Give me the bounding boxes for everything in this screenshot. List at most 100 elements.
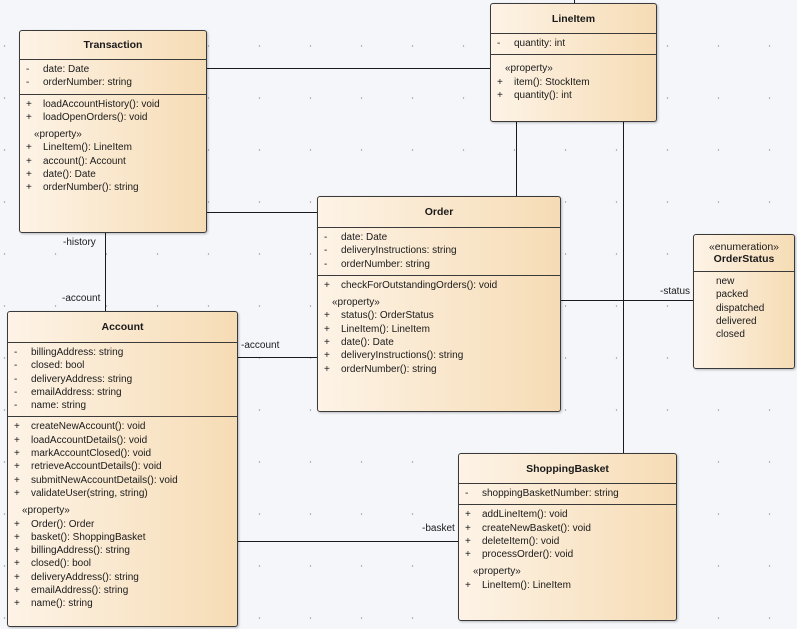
operation: + loadAccountDetails(): void xyxy=(8,434,237,447)
attribute: -closed: bool xyxy=(8,359,237,372)
visibility-marker: + xyxy=(497,89,503,101)
property-text: orderNumber(): string xyxy=(341,363,437,375)
class-stereotype: «enumeration» xyxy=(708,241,780,253)
visibility-marker: + xyxy=(26,111,32,123)
operation-text: createNewAccount(): void xyxy=(31,421,146,433)
visibility-marker: + xyxy=(324,350,330,362)
operation-text: processOrder(): void xyxy=(482,549,574,561)
visibility-marker: + xyxy=(465,509,471,521)
enum-literal: packed xyxy=(716,289,749,301)
property: + account(): Account xyxy=(20,155,206,168)
visibility-marker: - xyxy=(324,232,328,243)
operations-section: + createNewAccount(): void + loadAccountDet… xyxy=(8,417,237,614)
operation-text: loadAccountDetails(): void xyxy=(31,434,148,446)
operation-text: deleteItem(): void xyxy=(482,535,560,547)
class-name: LineItem xyxy=(551,12,596,25)
class-order[interactable]: Order-date: Date-deliveryInstructions: s… xyxy=(317,196,561,412)
class-name: Account xyxy=(101,321,144,333)
attributes-section: - quantity: int xyxy=(491,34,656,56)
attributes-section: -shoppingBasketNumber: string xyxy=(459,484,676,506)
property-stereotype: «property» xyxy=(505,63,553,75)
visibility-marker: - xyxy=(14,386,18,398)
class-shoppingbasket[interactable]: ShoppingBasket -shoppingBasketNumber: str… xyxy=(458,453,677,621)
attribute: -shoppingBasketNumber: string xyxy=(459,487,676,500)
operation: +validateUser(string, string) xyxy=(8,487,237,500)
visibility-marker: + xyxy=(14,474,20,486)
role-label-order-account: -account xyxy=(241,340,280,351)
class-name: Transaction xyxy=(83,39,143,51)
property: +date(): Date xyxy=(318,336,560,349)
property: +orderNumber(): string xyxy=(318,363,560,376)
visibility-marker: + xyxy=(14,598,20,610)
class-account[interactable]: Account-billingAddress: string-closed: b… xyxy=(7,311,238,627)
visibility-marker: + xyxy=(14,545,20,557)
property-text: LineItem(): LineItem xyxy=(43,142,132,154)
operation-text: markAccountClosed(): void xyxy=(31,448,152,460)
operation-text: addLineItem(): void xyxy=(482,509,568,521)
visibility-marker: + xyxy=(14,571,20,583)
operation: + addLineItem(): void xyxy=(459,508,676,521)
attribute-text: date: Date xyxy=(43,64,90,75)
visibility-marker: + xyxy=(465,535,471,547)
property-text: basket(): ShoppingBasket xyxy=(31,531,146,543)
visibility-marker: + xyxy=(14,558,20,570)
operation: +retrieveAccountDetails(): void xyxy=(8,460,237,473)
attribute-text: orderNumber: string xyxy=(43,77,132,89)
class-header: ShoppingBasket xyxy=(459,454,676,484)
operation: + deleteItem(): void xyxy=(459,535,676,548)
role-label-basket: -basket xyxy=(422,523,455,534)
attribute-text: closed: bool xyxy=(31,360,85,372)
property: + status(): OrderStatus xyxy=(318,309,560,322)
operations-section: +checkForOutstandingOrders(): void«prope… xyxy=(318,276,560,380)
attribute-text: deliveryInstructions: string xyxy=(341,245,457,257)
attribute: - quantity: int xyxy=(491,37,656,50)
operation: +processOrder(): void xyxy=(459,548,676,561)
attribute-text: date: Date xyxy=(341,232,388,243)
visibility-marker: + xyxy=(465,579,471,591)
property-text: emailAddress(): string xyxy=(31,585,129,597)
property-text: billingAddress(): string xyxy=(31,545,130,557)
visibility-marker: + xyxy=(26,169,32,181)
operations-section: +loadAccountHistory(): void+loadOpenOrde… xyxy=(20,95,206,199)
property: + quantity(): int xyxy=(491,89,656,102)
property-text: account(): Account xyxy=(43,155,126,167)
attribute-text: quantity: int xyxy=(514,38,566,49)
visibility-marker: + xyxy=(26,182,32,194)
attributes-section: -billingAddress: string-closed: bool-del… xyxy=(8,343,237,418)
property: + billingAddress(): string xyxy=(8,544,237,557)
operation-text: createNewBasket(): void xyxy=(482,522,591,534)
attribute: -deliveryAddress: string xyxy=(8,373,237,386)
property: +basket(): ShoppingBasket xyxy=(8,531,237,544)
visibility-marker: + xyxy=(497,76,503,88)
property-text: status(): OrderStatus xyxy=(341,310,434,322)
attributes-section: - date: Date - orderNumber: string xyxy=(20,60,206,95)
property-stereotype: «property» xyxy=(22,505,70,517)
operation: +markAccountClosed(): void xyxy=(8,447,237,460)
attribute-text: emailAddress: string xyxy=(31,386,122,398)
property: + closed(): bool xyxy=(8,557,237,570)
visibility-marker: - xyxy=(14,347,18,358)
attribute: -name: string xyxy=(8,399,237,412)
visibility-marker: + xyxy=(26,155,32,167)
class-lineitem[interactable]: LineItem - quantity: int «property»+item():… xyxy=(490,3,657,122)
visibility-marker: - xyxy=(497,38,501,49)
attribute: - date: Date xyxy=(20,63,206,76)
property-text: date(): Date xyxy=(43,169,96,181)
visibility-marker: - xyxy=(26,77,30,89)
visibility-marker: + xyxy=(14,434,20,446)
property-text: closed(): bool xyxy=(31,558,92,570)
property-stereotype: «property» xyxy=(473,566,521,578)
property-stereotype: «property» xyxy=(34,129,82,141)
visibility-marker: + xyxy=(324,310,330,322)
class-transaction[interactable]: Transaction - date: Date - orderNumber: stri… xyxy=(19,30,207,233)
visibility-marker: - xyxy=(26,64,30,75)
property: +item(): StockItem xyxy=(491,76,656,89)
visibility-marker: + xyxy=(14,518,20,530)
enum-literal: dispatched xyxy=(716,302,765,314)
class-header: LineItem xyxy=(491,4,656,34)
property-text: orderNumber(): string xyxy=(43,182,139,194)
property-text: quantity(): int xyxy=(514,89,572,101)
